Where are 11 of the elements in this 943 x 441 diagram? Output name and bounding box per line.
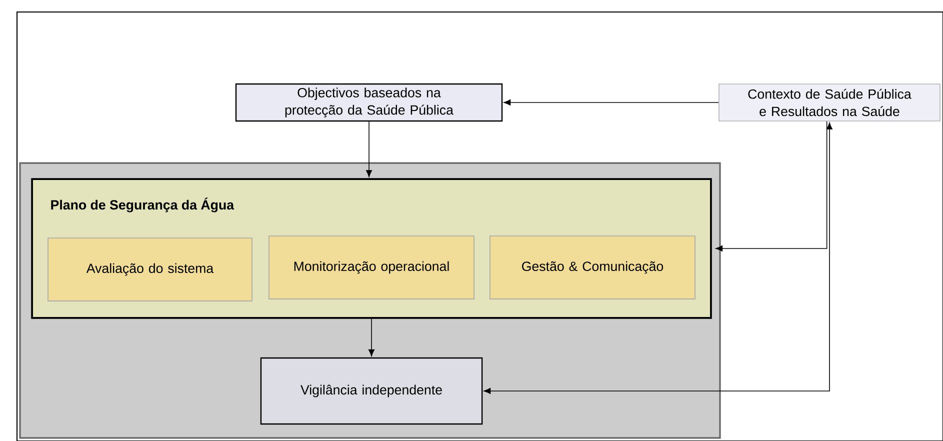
process-box: Objectivos baseados na protecção da Saúde Pública [235,83,503,122]
process-box: Gestão & Comunicação [490,236,696,300]
arrow [504,100,719,106]
arrow [716,121,828,252]
process-box: Monitorização operacional [268,236,474,300]
process-box: Avaliação do sistema [48,238,252,302]
process-box: Contexto de Saúde Pública e Resultados na Saúde [718,84,940,122]
arrow [368,318,374,356]
arrow [484,122,832,394]
arrow [366,121,372,177]
process-box: Vigilância independente [260,357,483,425]
